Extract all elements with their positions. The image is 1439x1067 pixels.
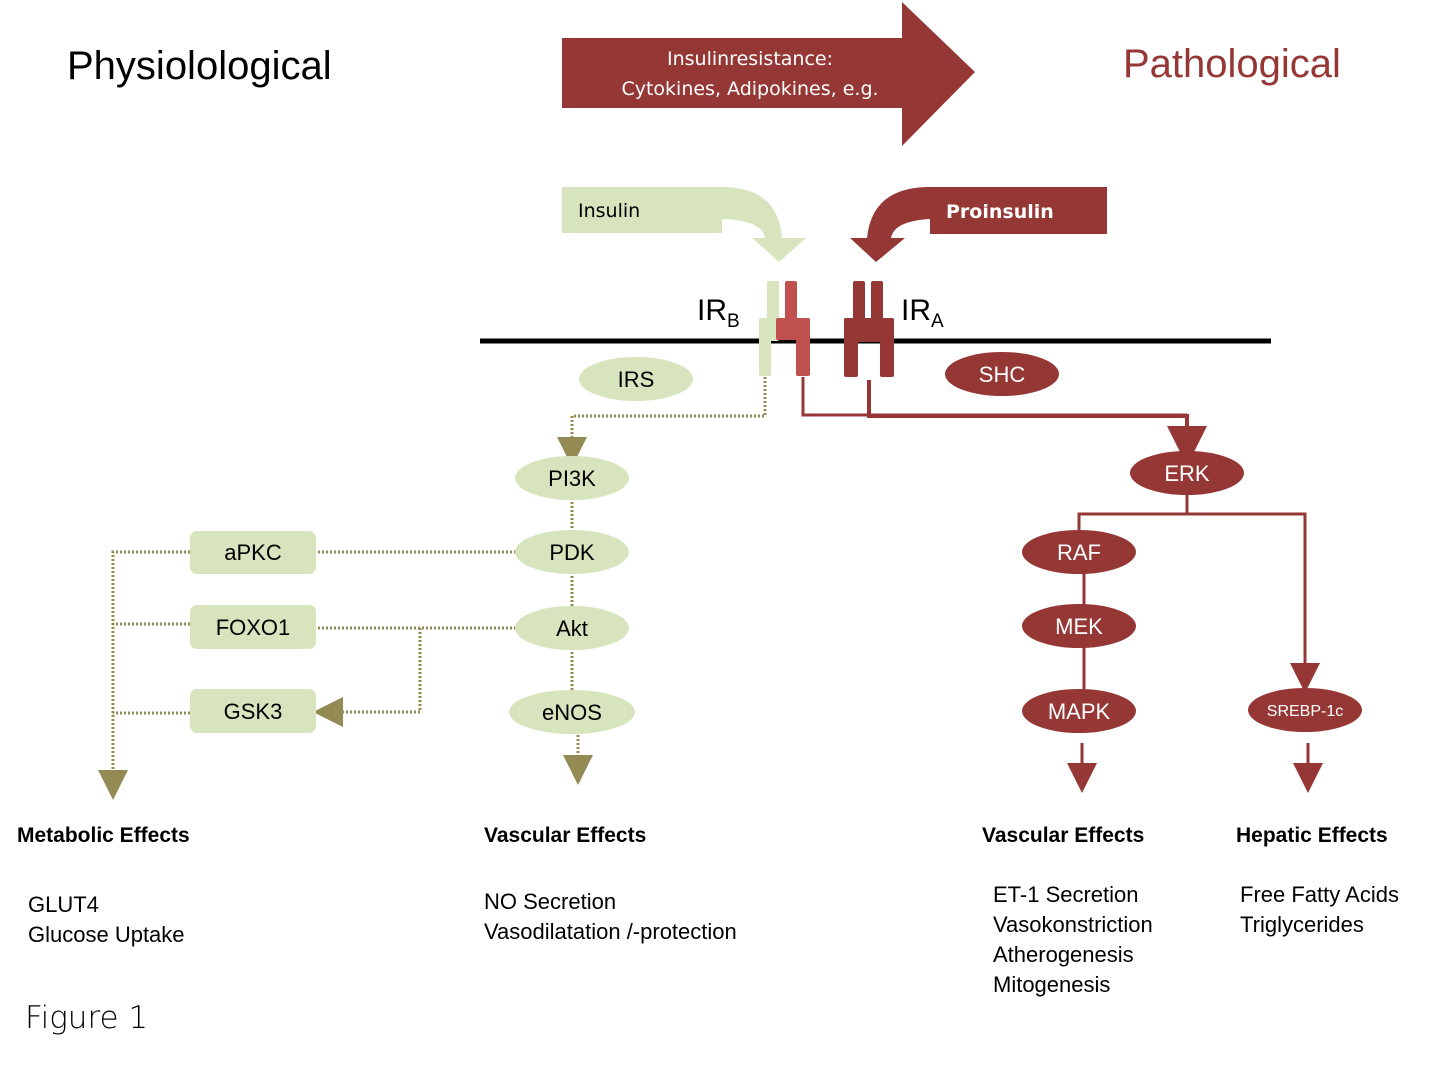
vascular-effects-patho-list: ET-1 Secretion Vasokonstriction Atheroge… xyxy=(993,882,1153,997)
svg-text:aPKC: aPKC xyxy=(224,540,282,565)
ira-to-erk-line xyxy=(867,380,1207,466)
node-gsk3: GSK3 xyxy=(190,689,316,733)
node-irs: IRS xyxy=(579,357,693,401)
physiological-title: Physiolological xyxy=(67,44,332,88)
insulin-resistance-line1: Insulinresistance: xyxy=(667,48,833,70)
metabolic-effects-list: GLUT4 Glucose Uptake xyxy=(28,892,185,947)
hepatic-effects-list: Free Fatty Acids Triglycerides xyxy=(1240,882,1399,937)
node-mapk: MAPK xyxy=(1022,689,1136,733)
node-erk: ERK xyxy=(1130,451,1244,495)
svg-text:Akt: Akt xyxy=(556,616,588,641)
node-mek: MEK xyxy=(1022,604,1136,648)
hepatic-effects-header: Hepatic Effects xyxy=(1236,824,1388,847)
pathological-connectors xyxy=(801,377,1323,793)
svg-text:PDK: PDK xyxy=(549,540,595,565)
svg-text:MAPK: MAPK xyxy=(1048,699,1111,724)
proinsulin-label: Proinsulin xyxy=(946,201,1054,223)
proinsulin-arrow: Proinsulin xyxy=(850,187,1107,262)
metabolic-effects-header: Metabolic Effects xyxy=(17,824,190,847)
ir-b-label: IRB xyxy=(697,294,740,332)
insulin-resistance-line2: Cytokines, Adipokines, e.g. xyxy=(621,78,878,100)
svg-text:IRS: IRS xyxy=(618,367,655,392)
node-shc: SHC xyxy=(945,352,1059,396)
erk-srebp-line xyxy=(1187,512,1320,693)
vascular-effects-patho-header: Vascular Effects xyxy=(982,824,1145,847)
ir-a-label: IRA xyxy=(901,294,944,332)
svg-text:ERK: ERK xyxy=(1164,461,1210,486)
irb-to-pi3k-line xyxy=(557,377,767,467)
node-akt: Akt xyxy=(515,606,629,650)
metabolic-trunk-line xyxy=(98,550,190,800)
svg-text:GSK3: GSK3 xyxy=(224,699,283,724)
insulin-label: Insulin xyxy=(578,200,640,222)
pathological-title: Pathological xyxy=(1123,42,1341,86)
vascular-effects-physio-header: Vascular Effects xyxy=(484,824,647,847)
node-apkc: aPKC xyxy=(190,531,316,574)
svg-text:eNOS: eNOS xyxy=(542,700,602,725)
node-foxo1: FOXO1 xyxy=(190,605,316,649)
svg-text:MEK: MEK xyxy=(1055,614,1103,639)
svg-text:SHC: SHC xyxy=(979,362,1026,387)
node-enos: eNOS xyxy=(509,690,635,734)
node-raf: RAF xyxy=(1022,530,1136,574)
physiological-connectors xyxy=(98,377,767,800)
svg-text:PI3K: PI3K xyxy=(548,466,596,491)
erk-branch-line xyxy=(1077,494,1189,535)
svg-text:FOXO1: FOXO1 xyxy=(216,615,291,640)
node-pi3k: PI3K xyxy=(515,456,629,500)
ir-a-receptor xyxy=(844,281,894,377)
ir-b-receptor xyxy=(759,281,810,376)
figure-label: Figure 1 xyxy=(25,1000,149,1036)
node-pdk: PDK xyxy=(515,530,629,574)
svg-text:RAF: RAF xyxy=(1057,540,1101,565)
insulin-resistance-arrow: Insulinresistance: Cytokines, Adipokines… xyxy=(562,2,975,146)
node-srebp-1c: SREBP-1c xyxy=(1248,688,1362,732)
akt-gsk3-line xyxy=(313,628,422,727)
insulin-arrow: Insulin xyxy=(562,187,806,262)
vascular-effects-physio-list: NO Secretion Vasodilatation /-protection xyxy=(484,889,737,944)
svg-text:SREBP-1c: SREBP-1c xyxy=(1267,703,1343,720)
